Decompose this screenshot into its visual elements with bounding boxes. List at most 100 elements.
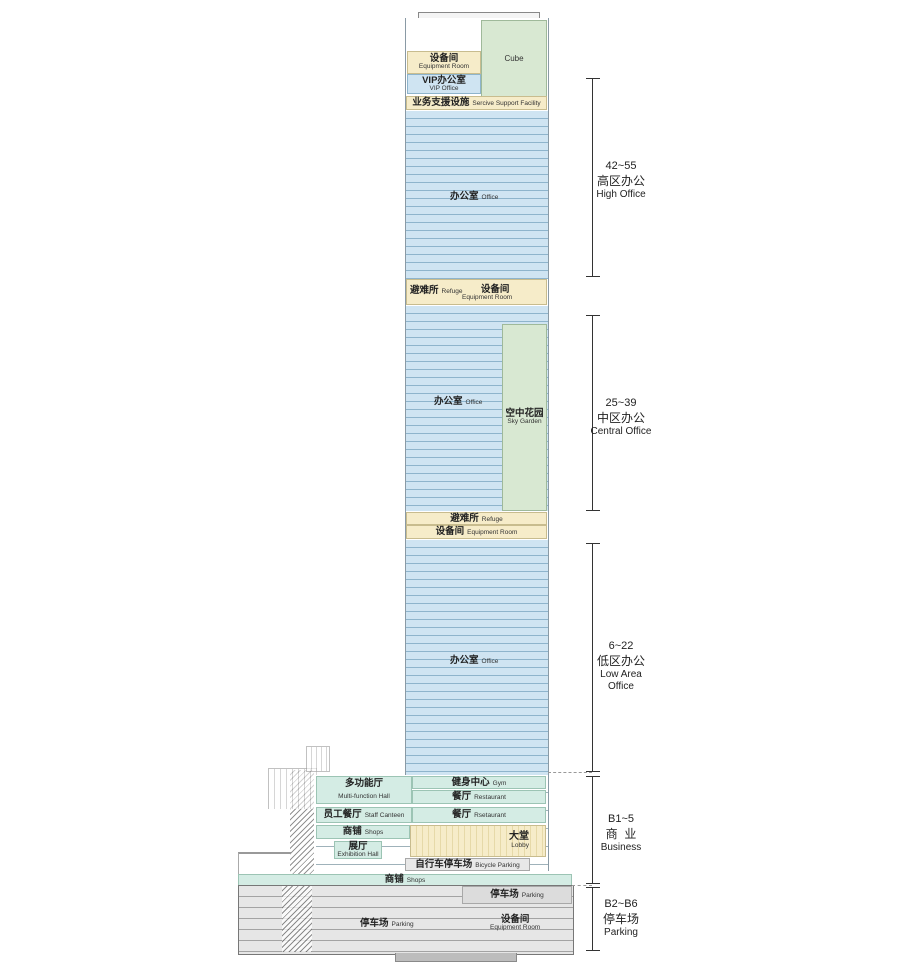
bracket-low-office bbox=[586, 543, 600, 772]
foundation-base bbox=[395, 953, 517, 962]
cube-space: Cube bbox=[481, 20, 547, 98]
exhibition-hall: 展厅 Exhibition Hall bbox=[334, 841, 382, 859]
central-equipment-en: Equipment Room bbox=[467, 529, 518, 537]
central-equipment-cn: 设备间 bbox=[435, 526, 465, 538]
guide-line-basement bbox=[572, 885, 592, 886]
central-office-en: Office bbox=[465, 399, 483, 406]
staff-canteen-cn: 员工餐厅 bbox=[323, 809, 362, 821]
zone-low-zh: 低区办公 bbox=[596, 653, 645, 668]
staff-canteen-en: Staff Canteen bbox=[364, 812, 405, 820]
parking-main-label: 停车场 Parking bbox=[360, 915, 414, 929]
podium-shops: 商铺 Shops bbox=[316, 825, 410, 839]
bracket-high-office bbox=[586, 78, 600, 277]
zone-low-en2: Office bbox=[608, 681, 634, 693]
high-office-en: Office bbox=[481, 194, 499, 201]
zone-business-num: B1~5 bbox=[608, 813, 634, 825]
central-refuge-cn: 避难所 bbox=[450, 512, 479, 524]
basement-equipment-en: Equipment Room bbox=[490, 923, 541, 931]
rooftop-structure bbox=[418, 12, 540, 21]
zone-label-business: B1~5 商 业 Business bbox=[576, 813, 666, 854]
high-equipment-label: 设备间 Equipment Room bbox=[462, 284, 512, 302]
high-office-floors bbox=[406, 111, 548, 279]
zone-label-high: 42~55 高区办公 High Office bbox=[576, 160, 666, 201]
zone-parking-num: B2~B6 bbox=[604, 898, 638, 910]
tower-section: 设备间 Equipment Room Cube VIP办公室 VIP Offic… bbox=[405, 18, 549, 775]
basement-shops-en: Shops bbox=[406, 877, 426, 885]
multi-function-hall: 多功能厅 Multi-function Hall bbox=[316, 776, 412, 804]
exhibition-hall-cn: 展厅 bbox=[348, 840, 368, 852]
zone-label-central: 25~39 中区办公 Central Office bbox=[576, 397, 666, 438]
central-refuge-en: Refuge bbox=[481, 515, 503, 523]
zone-low-en: Low Area bbox=[600, 668, 642, 680]
restaurant-upper-cn: 餐厅 bbox=[452, 791, 472, 803]
lobby: 大堂 Lobby bbox=[410, 825, 546, 857]
service-support-en: Sercive Support Facility bbox=[472, 100, 541, 108]
central-equipment: 设备间 Equipment Room bbox=[406, 525, 547, 539]
high-equipment-cn: 设备间 bbox=[480, 284, 510, 295]
zone-high-en: High Office bbox=[596, 188, 646, 200]
high-equipment-en: Equipment Room bbox=[462, 293, 513, 301]
parking-upper: 停车场 Parking bbox=[462, 886, 572, 904]
restaurant-lower-en: Rsetaurant bbox=[474, 812, 506, 820]
left-podium-frame bbox=[268, 768, 317, 809]
bicycle-parking-en: Bicycle Parking bbox=[475, 861, 520, 869]
sky-garden-cn: 空中花园 bbox=[505, 408, 544, 420]
zone-parking-en: Parking bbox=[604, 926, 638, 938]
restaurant-lower-cn: 餐厅 bbox=[452, 809, 472, 821]
bicycle-parking: 自行车停车场 Bicycle Parking bbox=[405, 858, 530, 871]
zone-central-zh: 中区办公 bbox=[596, 410, 645, 425]
guide-line-podium bbox=[548, 772, 592, 773]
restaurant-lower: 餐厅 Rsetaurant bbox=[412, 807, 546, 823]
parking-main-en: Parking bbox=[391, 921, 414, 928]
equipment-room-top-cn: 设备间 bbox=[429, 53, 459, 65]
vip-office-cn: VIP办公室 bbox=[422, 74, 466, 86]
equipment-room-top-en: Equipment Room bbox=[418, 63, 470, 71]
equipment-room-top: 设备间 Equipment Room bbox=[407, 51, 481, 74]
high-office-label: 办公室 Office bbox=[450, 188, 498, 202]
high-refuge-label: 避难所 Refuge bbox=[410, 282, 462, 296]
parking-upper-en: Parking bbox=[521, 892, 544, 900]
low-office-label: 办公室 Office bbox=[450, 652, 498, 666]
central-office-cn: 办公室 bbox=[434, 396, 463, 407]
zone-business-en: Business bbox=[600, 841, 642, 853]
gym-cn: 健身中心 bbox=[451, 776, 490, 788]
basement-equipment-label: 设备间 Equipment Room bbox=[490, 915, 540, 932]
staff-canteen: 员工餐厅 Staff Canteen bbox=[316, 807, 412, 823]
sky-garden: 空中花园 Sky Garden bbox=[502, 324, 547, 511]
zone-low-num: 6~22 bbox=[608, 640, 634, 652]
central-office-label: 办公室 Office bbox=[434, 393, 482, 407]
lobby-en: Lobby bbox=[511, 841, 529, 849]
lobby-cn: 大堂 bbox=[509, 831, 529, 843]
zone-high-zh: 高区办公 bbox=[596, 173, 645, 188]
zone-central-en: Central Office bbox=[590, 425, 652, 437]
vip-office-en: VIP Office bbox=[429, 84, 459, 92]
vip-office: VIP办公室 VIP Office bbox=[407, 74, 481, 94]
service-support-cn: 业务支援设施 bbox=[412, 97, 470, 109]
gym: 健身中心 Gym bbox=[412, 776, 546, 789]
high-refuge-equipment bbox=[406, 279, 547, 305]
bracket-parking bbox=[586, 887, 600, 951]
low-office-cn: 办公室 bbox=[450, 655, 479, 666]
exhibition-hall-en: Exhibition Hall bbox=[337, 850, 379, 858]
bracket-business bbox=[586, 776, 600, 884]
basement-ramp bbox=[282, 886, 312, 952]
restaurant-upper: 餐厅 Restaurant bbox=[412, 790, 546, 804]
podium-shops-cn: 商铺 bbox=[342, 826, 362, 838]
podium-shops-en: Shops bbox=[364, 829, 384, 837]
parking-upper-cn: 停车场 bbox=[490, 889, 519, 901]
bicycle-parking-cn: 自行车停车场 bbox=[415, 858, 473, 870]
high-office-cn: 办公室 bbox=[450, 191, 479, 202]
zone-parking-zh: 停车场 bbox=[602, 911, 639, 926]
basement-shops-cn: 商铺 bbox=[384, 874, 404, 886]
restaurant-upper-en: Restaurant bbox=[474, 794, 506, 802]
basement-equipment-cn: 设备间 bbox=[500, 914, 530, 925]
parking-main-cn: 停车场 bbox=[360, 918, 389, 929]
entrance-canopy bbox=[238, 852, 291, 874]
podium-roof-structure bbox=[306, 746, 330, 772]
gym-en: Gym bbox=[492, 779, 507, 787]
high-refuge-cn: 避难所 bbox=[410, 285, 439, 296]
high-refuge-en: Refuge bbox=[441, 288, 463, 295]
zone-label-low: 6~22 低区办公 Low Area Office bbox=[576, 640, 666, 694]
low-office-floors bbox=[406, 540, 548, 775]
zone-high-num: 42~55 bbox=[605, 160, 637, 172]
